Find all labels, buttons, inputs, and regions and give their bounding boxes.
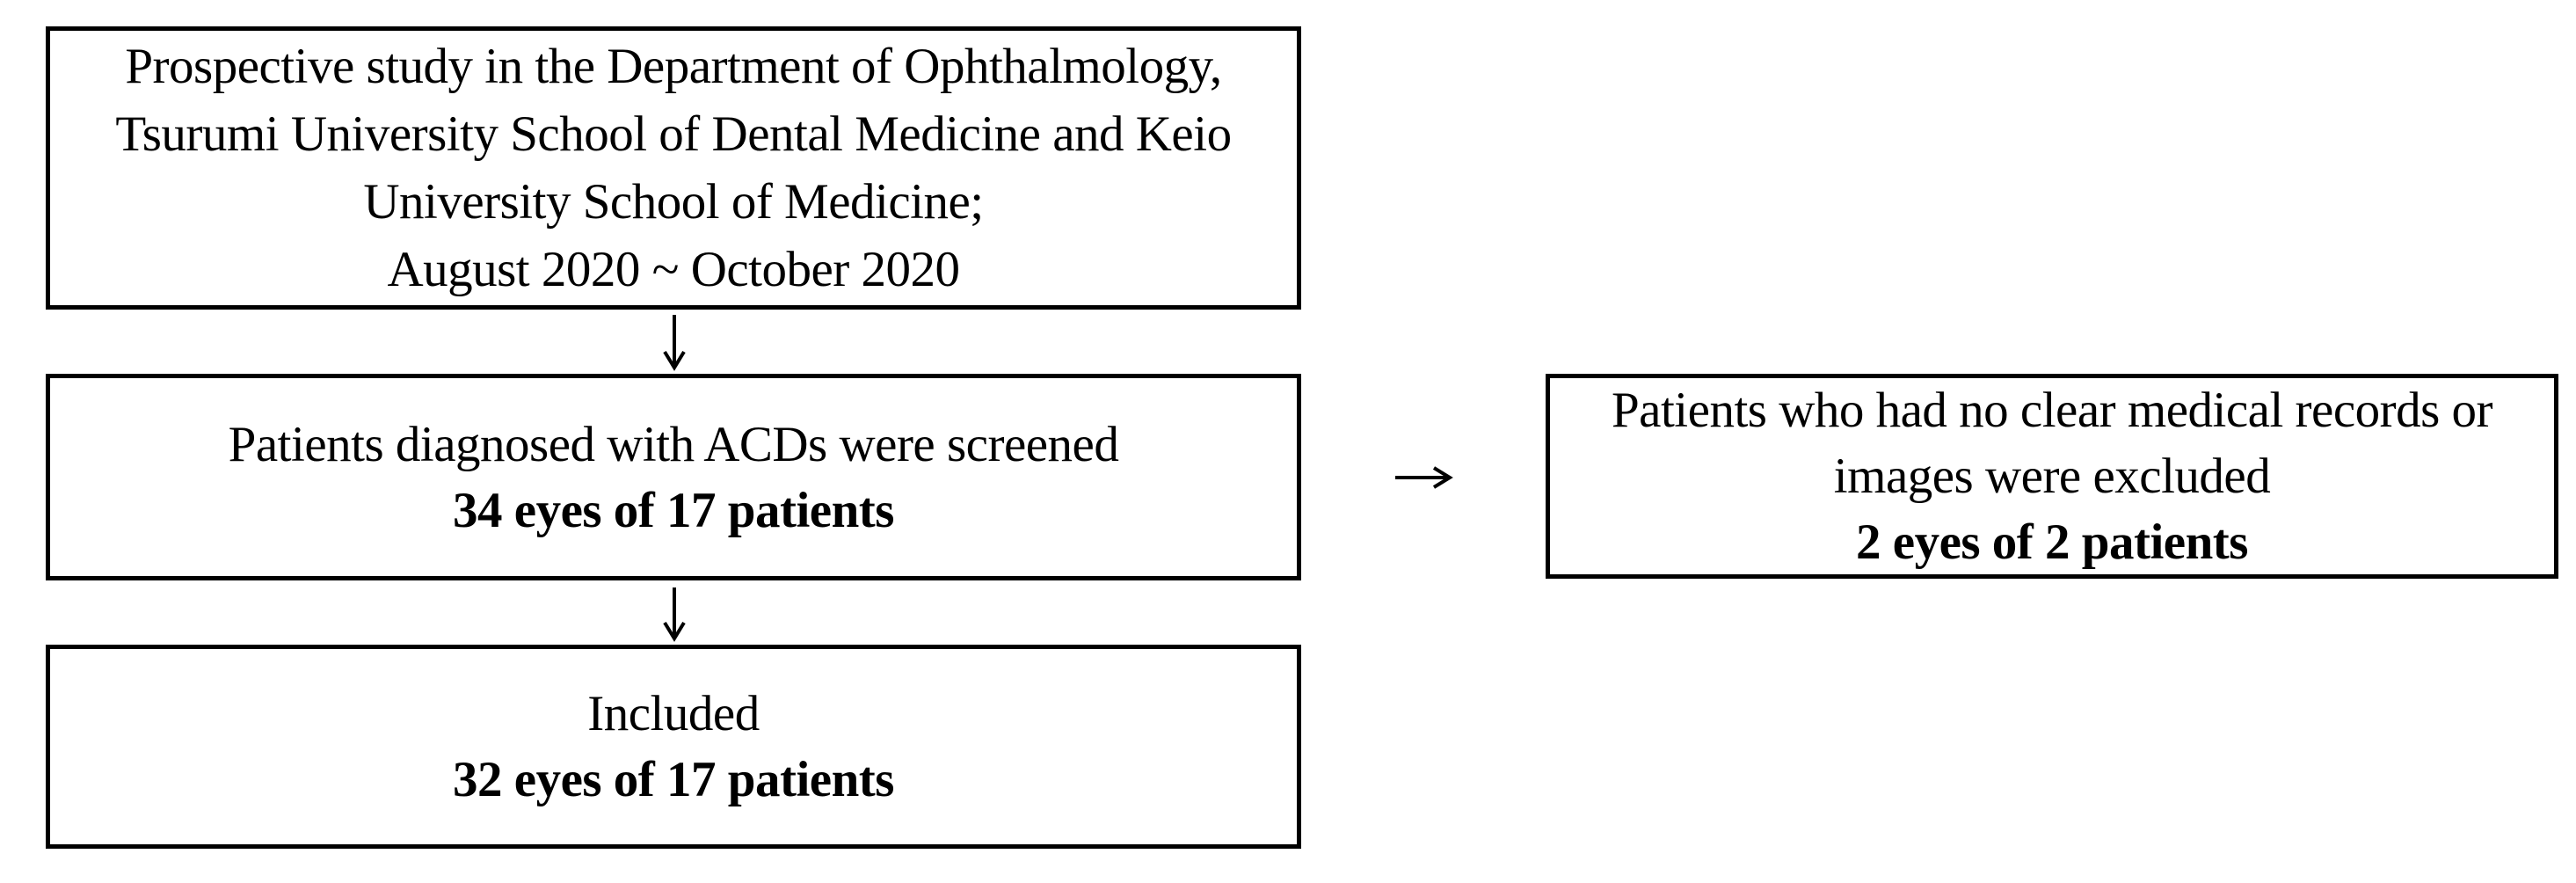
study-setting-line: University School of Medicine; — [363, 174, 984, 230]
included-line: Included — [587, 686, 760, 741]
screened-line: Patients diagnosed with ACDs were screen… — [228, 416, 1119, 472]
down-arrow-icon — [663, 587, 686, 642]
excluded-line: images were excluded — [1833, 449, 2271, 504]
study-setting-line: Prospective study in the Department of O… — [125, 39, 1222, 94]
excluded-count: 2 eyes of 2 patients — [1856, 514, 2248, 570]
study-setting-line: August 2020 ~ October 2020 — [387, 242, 960, 297]
down-arrow-icon — [663, 315, 686, 371]
study-setting-line: Tsurumi University School of Dental Medi… — [115, 106, 1232, 162]
excluded-line: Patients who had no clear medical record… — [1611, 383, 2493, 438]
flow-box-excluded: Patients who had no clear medical record… — [1546, 374, 2558, 579]
flow-box-included: Included 32 eyes of 17 patients — [46, 645, 1301, 849]
right-arrow-icon — [1395, 466, 1453, 489]
included-count: 32 eyes of 17 patients — [453, 752, 894, 807]
flow-box-screened: Patients diagnosed with ACDs were screen… — [46, 374, 1301, 580]
flow-box-study-setting: Prospective study in the Department of O… — [46, 26, 1301, 310]
screened-count: 34 eyes of 17 patients — [453, 482, 894, 538]
